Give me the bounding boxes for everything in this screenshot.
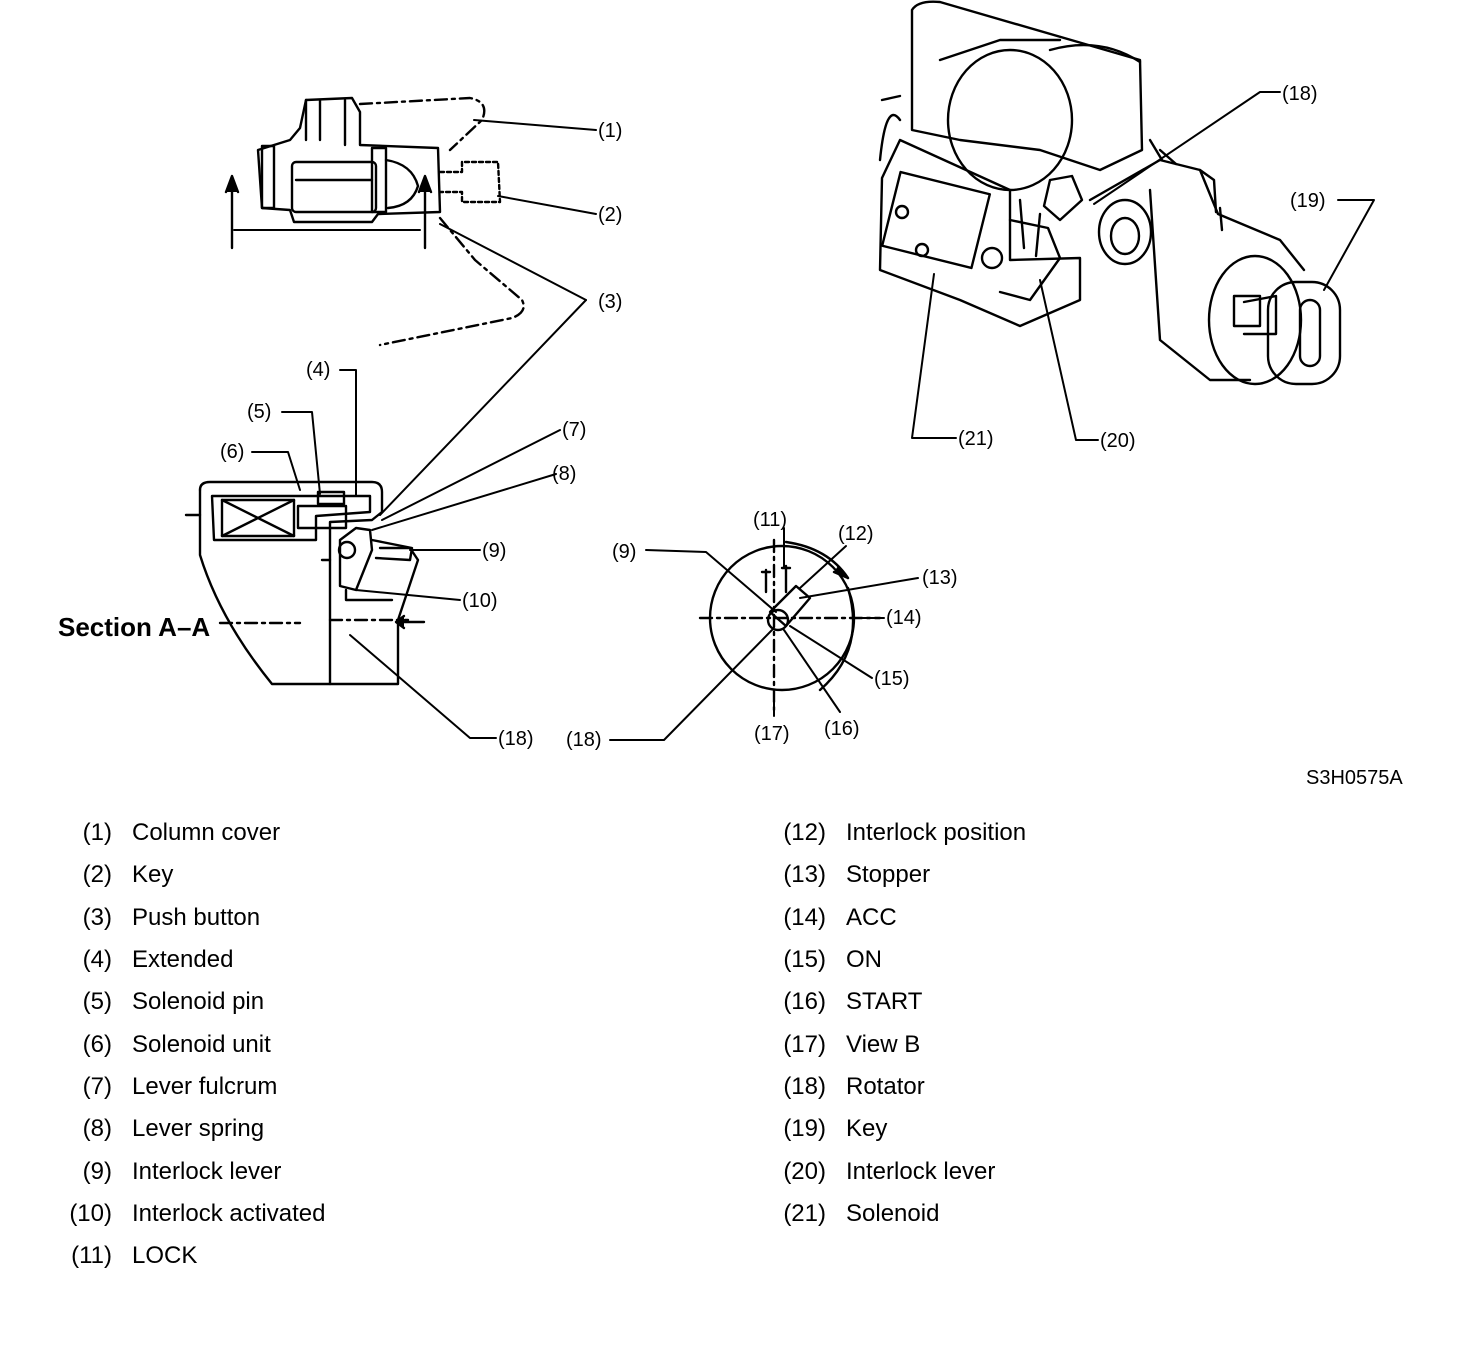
legend-number: (1) xyxy=(82,819,112,847)
legend-item: (4) Extended xyxy=(60,939,325,981)
callout-4: (4) xyxy=(306,359,330,381)
legend-label: Interlock lever xyxy=(132,1157,282,1185)
legend-label: ACC xyxy=(846,903,897,931)
legend-label: Interlock position xyxy=(846,819,1027,847)
legend-item: (18) Rotator xyxy=(772,1066,1026,1108)
callout-18-dial: (18) xyxy=(566,729,602,751)
legend-item: (1) Column cover xyxy=(60,812,325,854)
legend-item: (20) Interlock lever xyxy=(772,1150,1026,1192)
legend-number: (6) xyxy=(82,1030,112,1058)
legend-item: (3) Push button xyxy=(60,897,325,939)
legend-number: (13) xyxy=(783,861,826,889)
callout-1: (1) xyxy=(598,120,622,142)
legend-number: (18) xyxy=(783,1072,826,1100)
legend-label: Solenoid pin xyxy=(132,988,265,1016)
legend-right: (12) Interlock position (13) Stopper (14) A… xyxy=(772,812,1026,1235)
callout-12: (12) xyxy=(838,523,874,545)
legend-number: (3) xyxy=(82,903,112,931)
legend-number: (16) xyxy=(783,988,826,1016)
legend-number: (9) xyxy=(82,1157,112,1185)
legend-item: (15) ON xyxy=(772,939,1026,981)
legend-label: Solenoid xyxy=(846,1199,940,1227)
callout-17: (17) xyxy=(754,723,790,745)
callout-9-dial: (9) xyxy=(612,541,636,563)
legend-item: (10) Interlock activated xyxy=(60,1193,325,1235)
legend-label: View B xyxy=(846,1030,921,1058)
callout-10: (10) xyxy=(462,590,498,612)
legend-number: (21) xyxy=(783,1199,826,1227)
legend-label: Extended xyxy=(132,946,234,974)
legend-item: (2) Key xyxy=(60,854,325,896)
legend-number: (8) xyxy=(82,1115,112,1143)
legend-label: Column cover xyxy=(132,819,281,847)
legend-label: Interlock activated xyxy=(132,1199,326,1227)
legend-item: (11) LOCK xyxy=(60,1235,325,1277)
legend-item: (7) Lever fulcrum xyxy=(60,1066,325,1108)
legend-label: Key xyxy=(132,861,174,889)
legend-number: (20) xyxy=(783,1157,826,1185)
legend-number: (2) xyxy=(82,861,112,889)
legend-number: (17) xyxy=(783,1030,826,1058)
legend-number: (15) xyxy=(783,946,826,974)
callout-21: (21) xyxy=(958,428,994,450)
legend-number: (12) xyxy=(783,819,826,847)
callout-7: (7) xyxy=(562,419,586,441)
legend-label: START xyxy=(846,988,923,1016)
callout-9-section: (9) xyxy=(482,540,506,562)
key-cylinder-drawing xyxy=(224,96,525,347)
section-title: Section A–A xyxy=(58,612,210,642)
callout-5: (5) xyxy=(247,401,271,423)
callout-13: (13) xyxy=(922,567,958,589)
callout-labels: (1) (2) (3) (4) (5) (6) (7) (8) (9) (10)… xyxy=(220,83,1326,751)
callout-18-section: (18) xyxy=(498,728,534,750)
legend-label: Lever spring xyxy=(132,1115,265,1143)
callout-18-assembly: (18) xyxy=(1282,83,1318,105)
callout-15: (15) xyxy=(874,668,910,690)
legend-left: (1) Column cover (2) Key (3) Push button (4… xyxy=(60,812,325,1277)
legend-item: (14) ACC xyxy=(772,897,1026,939)
legend-item: (16) START xyxy=(772,981,1026,1023)
legend-label: LOCK xyxy=(132,1242,198,1270)
callout-8: (8) xyxy=(552,463,576,485)
legend-item: (19) Key xyxy=(772,1108,1026,1150)
legend-number: (10) xyxy=(69,1199,112,1227)
callout-6: (6) xyxy=(220,441,244,463)
legend-number: (19) xyxy=(783,1115,826,1143)
legend-item: (13) Stopper xyxy=(772,854,1026,896)
section-a-a-drawing xyxy=(184,480,426,686)
legend-label: Solenoid unit xyxy=(132,1030,271,1058)
legend-number: (7) xyxy=(82,1072,112,1100)
leader-lines xyxy=(251,91,1375,741)
interlock-diagram: (1) (2) (3) (4) (5) (6) (7) (8) (9) (10)… xyxy=(58,0,1403,789)
legend-number: (11) xyxy=(71,1242,112,1270)
callout-16: (16) xyxy=(824,718,860,740)
legend-item: (21) Solenoid xyxy=(772,1193,1026,1235)
legend-label: Key xyxy=(846,1115,888,1143)
legend-number: (14) xyxy=(783,903,826,931)
callout-11: (11) xyxy=(753,509,787,531)
callout-14: (14) xyxy=(886,607,922,629)
legend-number: (5) xyxy=(82,988,112,1016)
legend-item: (6) Solenoid unit xyxy=(60,1023,325,1065)
legend-label: Interlock lever xyxy=(846,1157,996,1185)
callout-20: (20) xyxy=(1100,430,1136,452)
legend-item: (8) Lever spring xyxy=(60,1108,325,1150)
legend-label: ON xyxy=(846,946,882,974)
callout-3: (3) xyxy=(598,291,622,313)
legend-label: Stopper xyxy=(846,861,931,889)
legend-label: Rotator xyxy=(846,1072,925,1100)
legend-item: (17) View B xyxy=(772,1023,1026,1065)
figure-code: S3H0575A xyxy=(1306,767,1403,789)
callout-19: (19) xyxy=(1290,190,1326,212)
legend-item: (12) Interlock position xyxy=(772,812,1026,854)
legend-label: Push button xyxy=(132,903,261,931)
legend-label: Lever fulcrum xyxy=(132,1072,278,1100)
legend-item: (5) Solenoid pin xyxy=(60,981,325,1023)
legend-number: (4) xyxy=(82,946,112,974)
legend-item: (9) Interlock lever xyxy=(60,1150,325,1192)
steering-lock-assembly-drawing xyxy=(878,0,1342,386)
callout-2: (2) xyxy=(598,204,622,226)
